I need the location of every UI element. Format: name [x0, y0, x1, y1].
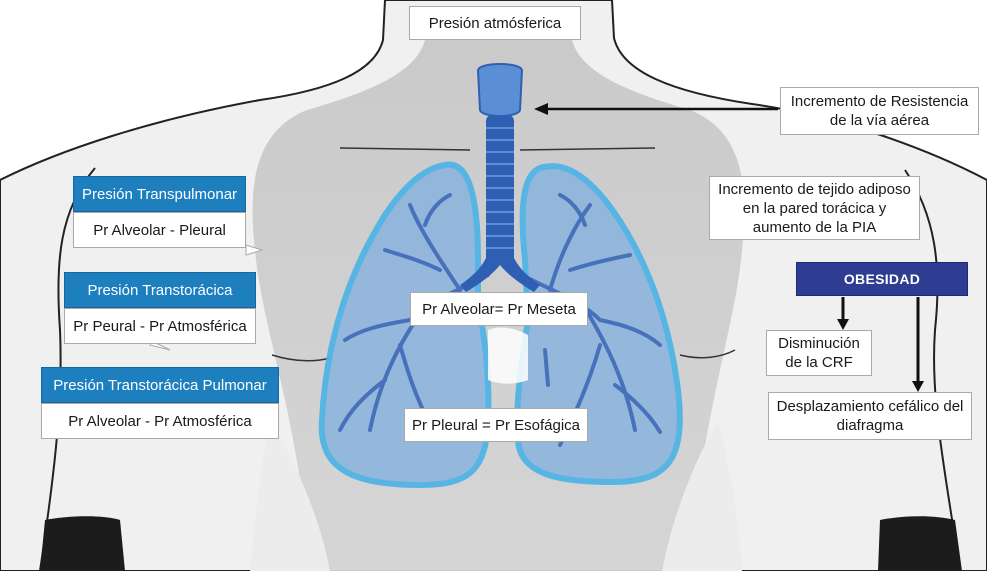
- right-dark-lower: [878, 516, 962, 571]
- left-chest-line: [271, 354, 331, 362]
- pleural-esophageal-label: Pr Pleural = Pr Esofágica: [404, 408, 588, 442]
- transpulmonary-title: Presión Transpulmonar: [73, 176, 246, 212]
- transthoracic-pulmonary-formula: Pr Alveolar - Pr Atmosférica: [41, 403, 279, 439]
- right-clavicle-line: [519, 147, 656, 151]
- trachea: [460, 63, 540, 292]
- atmospheric-pressure-label: Presión atmósferica: [409, 6, 581, 40]
- left-clavicle-line: [339, 147, 471, 151]
- left-dark-lower: [40, 516, 125, 571]
- mediastinum-notch: [488, 327, 528, 384]
- right-chest-line: [679, 349, 736, 359]
- airway-resistance-arrow: [534, 103, 778, 115]
- obesity-to-crf-arrow: [837, 297, 849, 330]
- alveolar-plateau-label: Pr Alveolar= Pr Meseta: [410, 292, 588, 326]
- diaphragm-shift-label: Desplazamiento cefálico del diafragma: [768, 392, 972, 440]
- transthoracic-formula: Pr Peural - Pr Atmosférica: [64, 308, 256, 344]
- obesity-to-diaphragm-arrow: [912, 297, 924, 392]
- transthoracic-title: Presión Transtorácica: [64, 272, 256, 308]
- bubble-tail-1: [245, 244, 264, 256]
- right-arm-line: [904, 169, 961, 571]
- obesity-header: OBESIDAD: [796, 262, 968, 296]
- right-lower-light: [662, 420, 742, 571]
- transpulmonary-formula: Pr Alveolar - Pleural: [73, 212, 246, 248]
- left-lower-light: [250, 420, 330, 571]
- transthoracic-pulmonary-title: Presión Transtorácica Pulmonar: [41, 367, 279, 403]
- left-arm-line: [39, 167, 96, 571]
- airway-resistance-label: Incremento de Resistencia de la vía aére…: [780, 87, 979, 135]
- crf-decrease-label: Disminución de la CRF: [766, 330, 872, 376]
- adipose-tissue-label: Incremento de tejido adiposo en la pared…: [709, 176, 920, 240]
